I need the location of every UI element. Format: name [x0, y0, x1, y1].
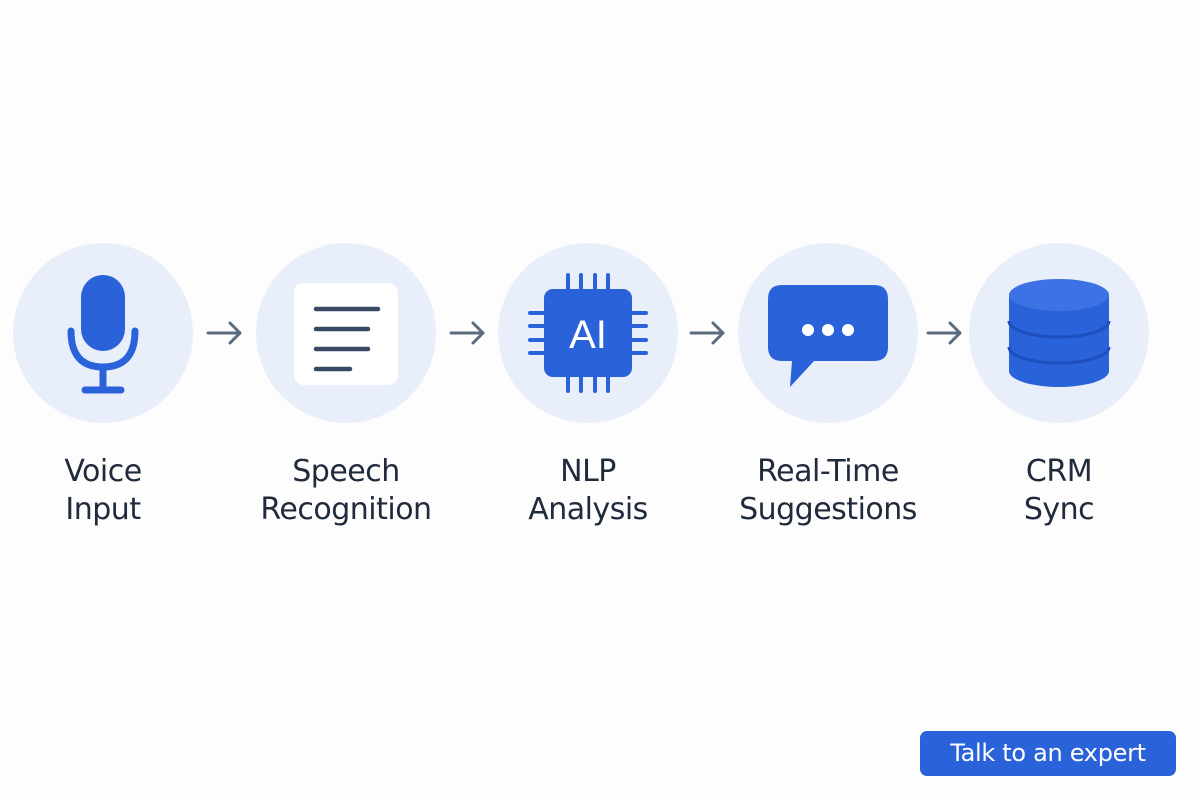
step-label-line2: Suggestions: [739, 492, 917, 527]
step-icon-circle: AI: [498, 243, 678, 423]
step-label-line2: Recognition: [260, 492, 432, 527]
step-label-line1: Real-Time: [757, 454, 899, 489]
step-icon-circle: [738, 243, 918, 423]
talk-to-expert-button[interactable]: Talk to an expert: [920, 731, 1176, 776]
arrow-right-icon: [688, 318, 728, 348]
arrow-right-icon: [205, 318, 245, 348]
step-label-line1: NLP: [560, 454, 616, 489]
database-icon: [1007, 279, 1111, 387]
step-label: Voice Input: [0, 453, 223, 529]
arrow-right-icon: [925, 318, 965, 348]
arrow-right-icon: [448, 318, 488, 348]
step-icon-circle: [13, 243, 193, 423]
step-label: NLP Analysis: [468, 453, 708, 529]
step-label: Speech Recognition: [226, 453, 466, 529]
step-label: CRM Sync: [939, 453, 1179, 529]
step-label-line1: Voice: [64, 454, 142, 489]
step-label-line1: Speech: [292, 454, 400, 489]
step-label: Real-Time Suggestions: [708, 453, 948, 529]
step-label-line1: CRM: [1025, 454, 1093, 489]
step-label-line2: Sync: [1023, 492, 1095, 527]
step-label-line2: Input: [65, 492, 141, 527]
chip-text: AI: [569, 313, 607, 357]
step-label-line2: Analysis: [528, 492, 648, 527]
step-icon-circle: [256, 243, 436, 423]
ai-chip-icon: AI: [528, 273, 648, 393]
chat-bubble-icon: [768, 285, 888, 387]
document-lines-icon: [294, 283, 398, 385]
microphone-icon: [67, 275, 139, 394]
step-icon-circle: [969, 243, 1149, 423]
